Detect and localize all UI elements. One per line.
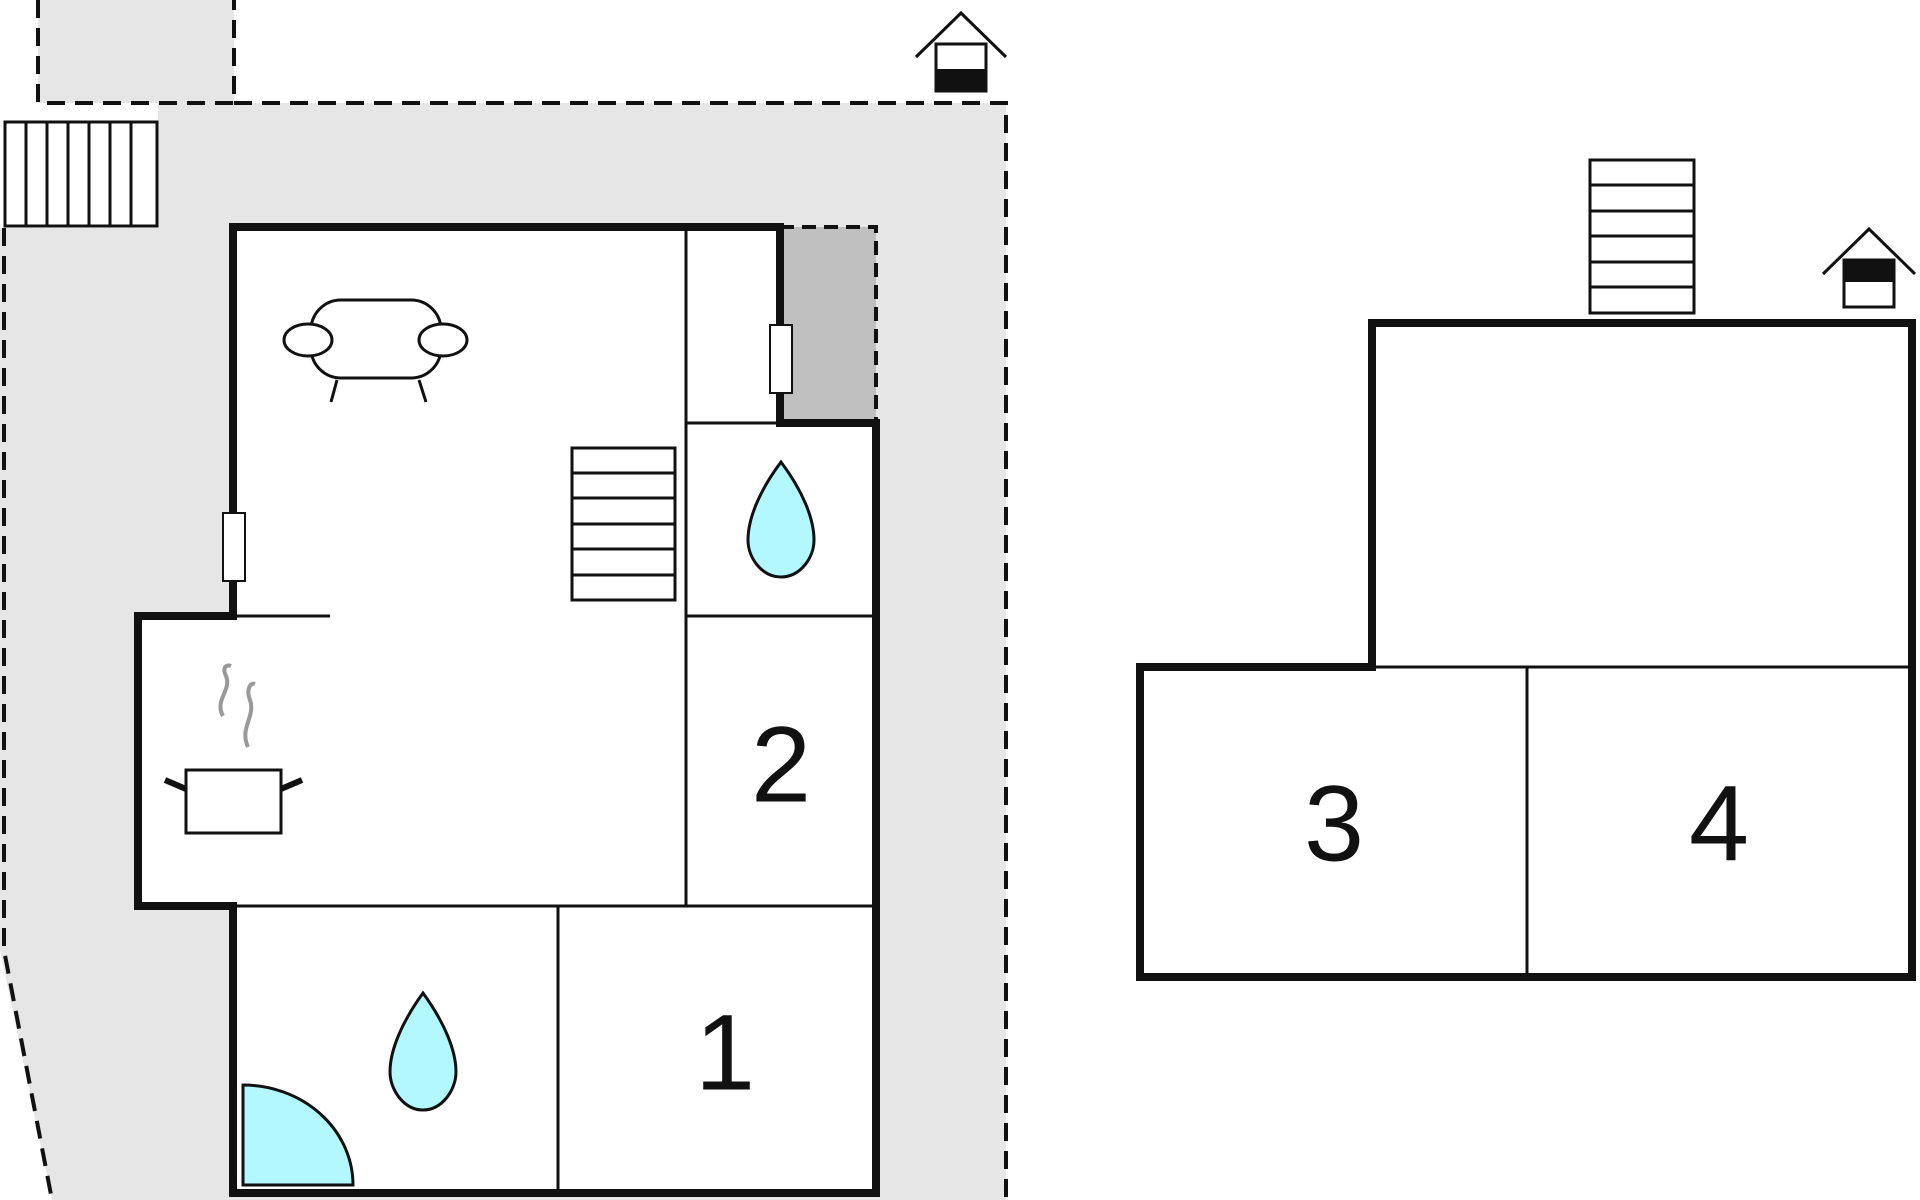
room-number-2: 2 bbox=[751, 704, 811, 825]
exterior-walls bbox=[134, 223, 880, 1197]
cooking-pot-icon bbox=[163, 663, 304, 835]
doghouse-icon bbox=[914, 10, 1008, 93]
window bbox=[769, 324, 793, 394]
interior-walls bbox=[1372, 665, 1912, 977]
water-drop-icon bbox=[746, 459, 816, 579]
water-drop-icon bbox=[388, 990, 458, 1112]
storage-area bbox=[780, 227, 876, 423]
window bbox=[222, 512, 246, 582]
sofa-icon bbox=[282, 298, 469, 403]
doghouse-icon bbox=[1821, 226, 1917, 309]
staircase-icon bbox=[570, 446, 677, 602]
room-number-3: 3 bbox=[1304, 763, 1364, 884]
room-number-4: 4 bbox=[1689, 763, 1749, 884]
exterior-walls bbox=[1136, 319, 1916, 981]
terrace-steps-icon bbox=[3, 120, 159, 228]
upper-floor: 3 4 bbox=[1136, 158, 1917, 981]
ground-floor: 2 1 bbox=[134, 223, 880, 1197]
staircase-icon bbox=[1588, 158, 1696, 315]
door-swing-icon bbox=[241, 1083, 355, 1187]
room-number-1: 1 bbox=[695, 992, 755, 1113]
interior-walls bbox=[233, 227, 876, 1193]
